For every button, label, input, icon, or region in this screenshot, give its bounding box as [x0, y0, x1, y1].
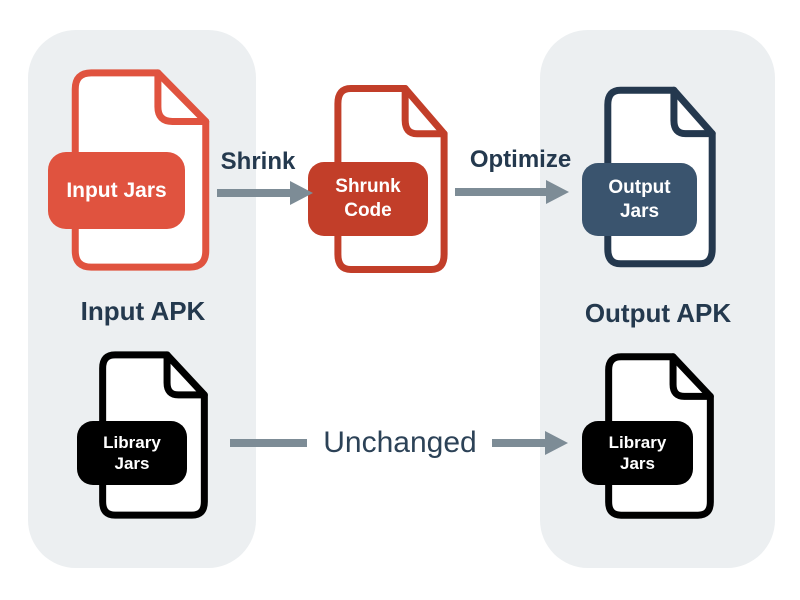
output-jars-badge: Output Jars: [582, 163, 697, 236]
shrunk-code-badge: Shrunk Code: [308, 162, 428, 236]
unchanged-arrow-label: Unchanged: [323, 426, 477, 459]
shrink-arrow-head-icon: [290, 181, 313, 205]
shrink-arrow-label: Shrink: [220, 148, 296, 175]
shrink-arrow-line: [217, 189, 293, 197]
input-apk-title: Input APK: [80, 296, 206, 326]
library-jars-input-badge: Library Jars: [77, 421, 187, 485]
unchanged-arrow-head-icon: [545, 431, 568, 455]
library-jars-output-label: Library Jars: [608, 432, 667, 473]
output-apk-title: Output APK: [584, 298, 732, 328]
optimize-arrow-line: [455, 188, 549, 196]
optimize-arrow-head-icon: [546, 180, 569, 204]
unchanged-arrow-line-left: [230, 439, 307, 447]
shrunk-code-label: Shrunk Code: [335, 176, 401, 221]
input-jars-label: Input Jars: [66, 178, 167, 202]
optimize-arrow-label: Optimize: [469, 146, 572, 173]
input-jars-badge: Input Jars: [48, 152, 185, 229]
output-jars-label: Output Jars: [608, 176, 671, 222]
library-jars-output-badge: Library Jars: [582, 421, 693, 485]
library-jars-input-label: Library Jars: [103, 432, 161, 473]
unchanged-arrow-line-right: [492, 439, 548, 447]
